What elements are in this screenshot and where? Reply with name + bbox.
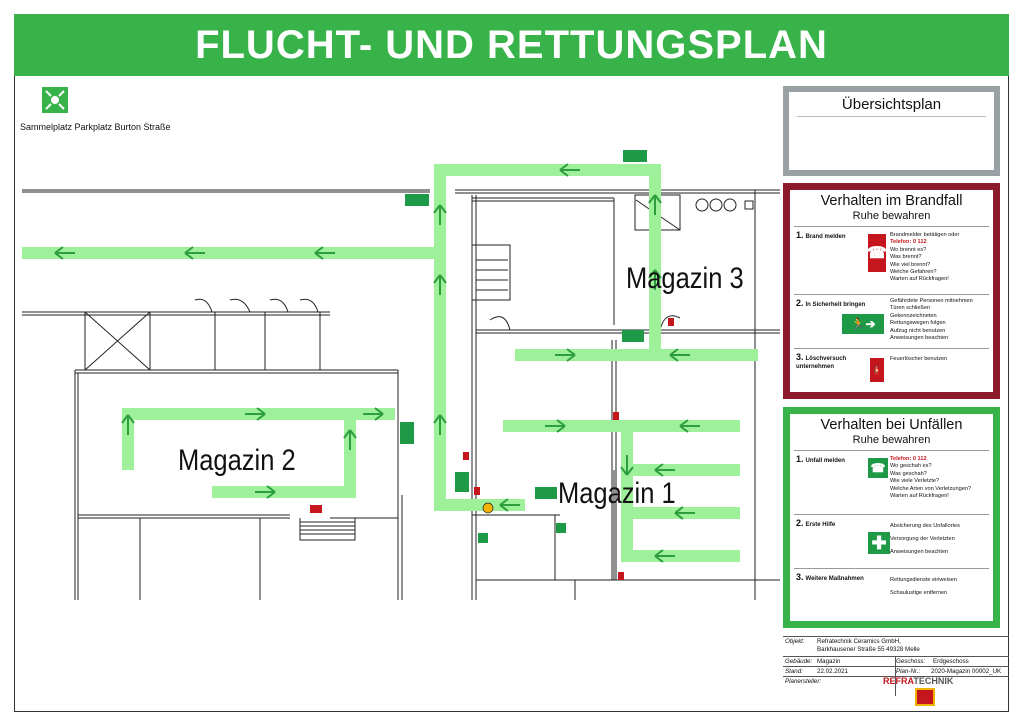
arrow-down bbox=[620, 455, 634, 476]
fans bbox=[695, 198, 754, 212]
planer-label: Planersteller: bbox=[785, 678, 822, 685]
arrow-right bbox=[545, 419, 566, 433]
exit-signs bbox=[400, 150, 647, 543]
fire-subtitle: Ruhe bewahren bbox=[852, 210, 931, 222]
divider bbox=[794, 514, 989, 515]
arrow-left bbox=[674, 506, 695, 520]
accident-step-1-text: Telefon: 0 112 Wo geschah es? Was gescha… bbox=[890, 456, 972, 500]
arrow-right bbox=[245, 407, 266, 421]
assembly-point-label: Sammelplatz Parkplatz Burton Straße bbox=[20, 122, 171, 132]
fire-step-1: 1.Brand melden bbox=[796, 230, 846, 241]
objekt-value: Refratechnik Ceramics GmbH, bbox=[817, 638, 901, 645]
arrow-left bbox=[499, 498, 520, 512]
arrow-left bbox=[654, 463, 675, 477]
exit-sign-icon bbox=[455, 472, 469, 492]
exit-sign-icon bbox=[623, 150, 647, 162]
walls bbox=[22, 165, 780, 600]
arrow-up bbox=[343, 429, 357, 450]
arrow-right bbox=[363, 407, 384, 421]
accident-step-1: 1.Unfall melden bbox=[796, 454, 845, 465]
exit-sign-icon bbox=[535, 487, 557, 499]
arrow-left bbox=[54, 246, 75, 260]
arrow-left bbox=[669, 348, 690, 362]
fire-extinguisher-icon: 🧯 bbox=[870, 358, 884, 382]
divider bbox=[797, 116, 986, 117]
fire-alarm-icon: ☎ bbox=[867, 234, 887, 272]
accident-title: Verhalten bei Unfällen bbox=[820, 417, 963, 433]
first-aid-icon bbox=[478, 533, 488, 543]
fire-step-3-text: Feuerlöscher benutzen bbox=[890, 356, 948, 362]
first-aid-icon bbox=[556, 523, 566, 533]
arrow-left bbox=[314, 246, 335, 260]
arrow-up bbox=[121, 414, 135, 435]
geschoss-label: Geschoss: bbox=[896, 658, 926, 665]
plannr-value: 2020-Magazin 00002_UK bbox=[931, 668, 1002, 675]
arrow-left bbox=[654, 549, 675, 563]
accident-step-2-text: Absicherung des Unfallortes Versorgung d… bbox=[890, 523, 960, 555]
overview-title: Übersichtsplan bbox=[841, 96, 942, 113]
overview-panel: Übersichtsplan bbox=[783, 86, 1000, 176]
arrow-up bbox=[433, 414, 447, 435]
gebaeude-value: Magazin bbox=[817, 658, 841, 665]
fire-instructions-panel: Verhalten im Brandfall Ruhe bewahren 1.B… bbox=[783, 183, 1000, 399]
objekt-label: Objekt: bbox=[785, 638, 805, 645]
exit-sign-icon bbox=[405, 194, 429, 206]
fire-title: Verhalten im Brandfall bbox=[820, 193, 963, 209]
plan-title: FLUCHT- UND RETTUNGSPLAN bbox=[14, 14, 1009, 76]
plannr-label: Plan-Nr.: bbox=[896, 668, 921, 675]
arrow-up bbox=[433, 274, 447, 295]
fire-equipment-icons bbox=[310, 318, 674, 580]
fire-step-2-text: Gefährdete Personen mitnehmen Türen schl… bbox=[890, 298, 973, 342]
route-arrows bbox=[54, 163, 700, 563]
arrow-left bbox=[184, 246, 205, 260]
assembly-marker-icon bbox=[482, 502, 494, 514]
emergency-phone-icon: ☎ bbox=[868, 458, 888, 478]
divider bbox=[794, 226, 989, 227]
arrow-left bbox=[559, 163, 580, 177]
accident-instructions-panel: Verhalten bei Unfällen Ruhe bewahren 1.U… bbox=[783, 407, 1000, 628]
company-logo: REFRATECHNIK bbox=[883, 676, 954, 686]
divider bbox=[794, 348, 989, 349]
first-aid-icon: ✚ bbox=[868, 532, 890, 554]
accident-step-3: 3.Weitere Maßnahmen bbox=[796, 572, 864, 583]
room-label-magazin2: Magazin 2 bbox=[178, 444, 296, 477]
divider bbox=[794, 294, 989, 295]
geschoss-value: Erdgeschoss bbox=[933, 658, 969, 665]
fire-step-2: 2.In Sicherheit bringen bbox=[796, 298, 866, 309]
divider bbox=[794, 568, 989, 569]
fire-step-1-text: Brandmelder betätigen oder Telefon: 0 11… bbox=[890, 232, 960, 283]
stand-label: Stand: bbox=[785, 668, 803, 675]
emergency-exit-icon: 🏃➔ bbox=[842, 314, 884, 334]
divider bbox=[794, 450, 989, 451]
accident-step-2: 2.Erste Hilfe bbox=[796, 518, 836, 529]
gebaeude-label: Gebäude: bbox=[785, 658, 813, 665]
exit-sign-icon bbox=[622, 330, 644, 342]
stand-value: 22.02.2021 bbox=[817, 668, 848, 675]
arrow-up bbox=[648, 194, 662, 215]
accident-step-3-text: Rettungsdienste einweisen Schaulustige e… bbox=[890, 577, 957, 596]
arrow-right bbox=[255, 485, 276, 499]
arrow-right bbox=[555, 348, 576, 362]
objekt-address: Barkhausener Straße 55 49328 Melle bbox=[817, 646, 920, 653]
accident-subtitle: Ruhe bewahren bbox=[852, 434, 931, 446]
company-emblem-icon bbox=[915, 688, 935, 706]
room-label-magazin3: Magazin 3 bbox=[626, 262, 744, 295]
fire-step-3: 3.Löschversuch unternehmen bbox=[796, 352, 847, 370]
room-label-magazin1: Magazin 1 bbox=[558, 477, 676, 510]
arrow-left bbox=[679, 419, 700, 433]
exit-sign-icon bbox=[400, 422, 414, 444]
arrow-up bbox=[648, 269, 662, 290]
arrow-up bbox=[433, 204, 447, 225]
title-block: Objekt: Refratechnik Ceramics GmbH, Bark… bbox=[783, 636, 1009, 712]
